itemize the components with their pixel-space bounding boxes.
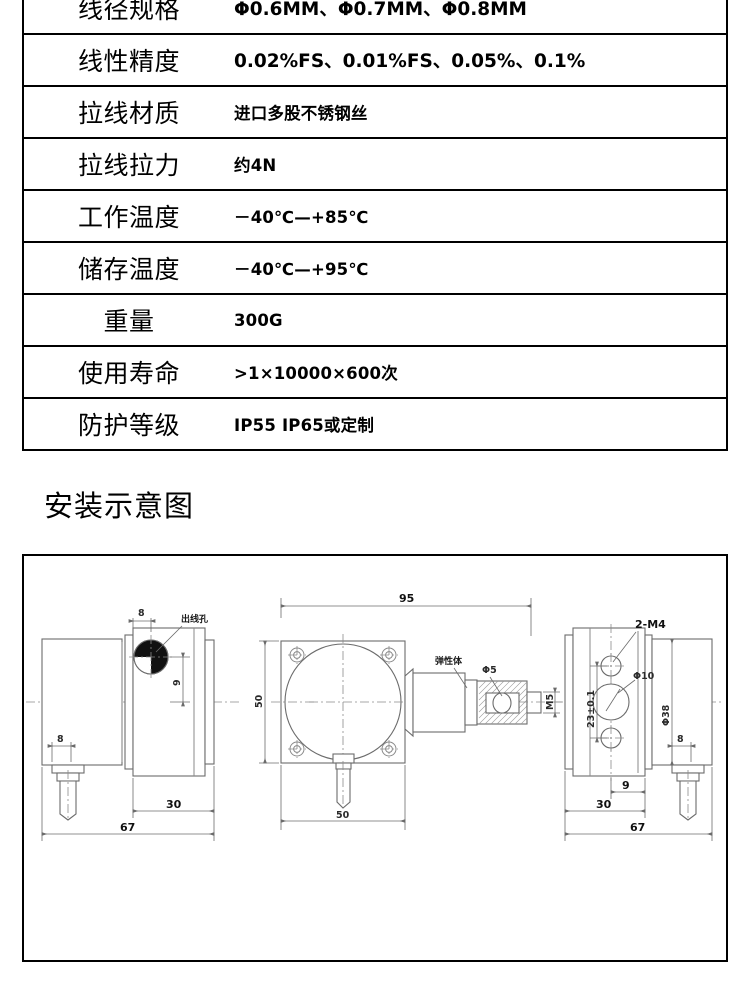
table-row: 拉线材质 进口多股不锈钢丝 [23,86,727,139]
spec-value: IP55 IP65或定制 [234,416,375,435]
center-bore [592,683,630,721]
spec-value: 进口多股不锈钢丝 [234,86,727,139]
dim-8-right-label: 8 [677,734,684,745]
spec-value: －40℃—+85℃ [234,190,727,243]
spec-value: 约4N [234,138,727,191]
dim-8-top-label: 8 [138,608,145,619]
center-bore-leader [617,679,636,694]
housing-end-cap [204,639,215,765]
dim-hole-offset-y: 9 [170,652,190,707]
dim-connector-right: 8 [667,734,696,762]
corner-screw-bl [288,740,306,758]
spec-label: 拉线拉力 [23,138,234,191]
cable-gland [51,764,85,821]
page-title: 安装示意图 [44,489,195,523]
rod-dia-label: Φ5 [482,665,497,676]
dim-body-depth-right: 30 [564,771,646,818]
dim-plate-height: 50 [254,640,279,764]
corner-screw-tl [288,646,306,664]
table-row: 使用寿命 >1×10000×600次 [23,346,727,399]
dim-23-label: 23±0.1 [586,690,597,728]
dim-30-label: 30 [166,798,182,811]
rod-dia-leader [489,676,503,697]
dim-total-length-left: 67 [41,767,215,841]
corner-screw-br [380,740,398,758]
table-row: 工作温度 －40℃—+85℃ [23,190,727,243]
installation-diagram: .ln { stroke:#8a8a8a; stroke-width:1; fi… [26,592,722,841]
dim-hole-offset-x: 8 [128,608,156,634]
table-row: 重量 300G [23,294,727,347]
dim-8-connector-label: 8 [57,734,64,745]
dim-50-horizontal-label: 50 [336,810,350,821]
mount-thread-label: 2-M4 [635,618,666,631]
output-shaft-assembly [404,667,564,738]
installation-diagram-container: .ln { stroke:#8a8a8a; stroke-width:1; fi… [22,554,728,962]
front-cable-gland [332,753,355,809]
front-view: 95 [254,592,564,830]
corner-screw-tr [380,646,398,664]
right-cable-gland [671,764,705,821]
spec-label: 防护等级 [77,411,180,440]
table-row: 线性精度 0.02%FS、0.01%FS、0.05%、0.1% [23,34,727,87]
dim-38-label: Φ38 [661,704,672,726]
dim-9-right-label: 9 [622,779,630,792]
table-row: 拉线拉力 约4N [23,138,727,191]
dim-body-depth-left: 30 [132,766,215,818]
spec-label: 拉线材质 [23,86,234,139]
mounting-flange [124,634,134,770]
sensor-housing-outline [132,627,206,777]
table-row: 储存温度 －40℃—+95℃ [23,242,727,295]
elastic-body-leader [453,667,468,689]
spec-label: 线性精度 [23,34,234,87]
dim-total-length-right: 67 [564,767,713,841]
spec-value: Φ0.6MM、Φ0.7MM、Φ0.8MM [234,0,727,35]
spec-value: 300G [234,294,727,347]
dim-thread-right: M5 [543,687,560,718]
dim-30-right-label: 30 [596,798,612,811]
dim-connector-left: 8 [47,734,76,762]
dim-plate-width: 50 [280,765,406,830]
right-drum-body [651,638,713,766]
dim-95-label: 95 [399,592,414,605]
right-side-view: 2-M4 Φ10 23±0.1 Φ38 [554,618,722,841]
elastic-body-label: 弹性体 [435,655,463,667]
dim-9-label: 9 [172,679,183,686]
table-row: 防护等级 IP55 IP65或定制 [23,398,727,450]
spec-label: 重量 [23,294,234,347]
spec-table: 线径规格 Φ0.6MM、Φ0.7MM、Φ0.8MM 线性精度 0.02%FS、0… [22,0,728,451]
spec-label: 工作温度 [23,190,234,243]
spec-value: >1×10000×600次 [234,346,727,399]
left-side-view: 出线孔 8 9 [26,608,239,841]
wire-hole-label: 出线孔 [181,613,208,625]
mount-thread-leader [612,631,637,663]
dim-67-label: 67 [120,821,135,834]
spec-table-body: 线径规格 Φ0.6MM、Φ0.7MM、Φ0.8MM 线性精度 0.02%FS、0… [23,0,727,450]
spec-label: 线径规格 [23,0,234,35]
dim-overall-width: 95 [280,592,532,636]
dim-m5-label: M5 [545,694,556,710]
spec-value: －40℃—+95℃ [234,242,727,295]
dim-67-right-label: 67 [630,821,645,834]
dim-flange-right: 9 [610,778,646,799]
spec-value: 0.02%FS、0.01%FS、0.05%、0.1% [234,34,727,87]
right-flange [644,634,653,770]
spec-label: 使用寿命 [23,346,234,399]
spec-label: 储存温度 [23,242,234,295]
wire-hole-leader [155,625,183,653]
table-row: 线径规格 Φ0.6MM、Φ0.7MM、Φ0.8MM [23,0,727,35]
dim-hole-pitch: 23±0.1 [586,661,609,743]
center-bore-label: Φ10 [633,671,655,682]
dim-50-vertical-label: 50 [254,694,265,708]
right-rear-cap [564,634,574,770]
